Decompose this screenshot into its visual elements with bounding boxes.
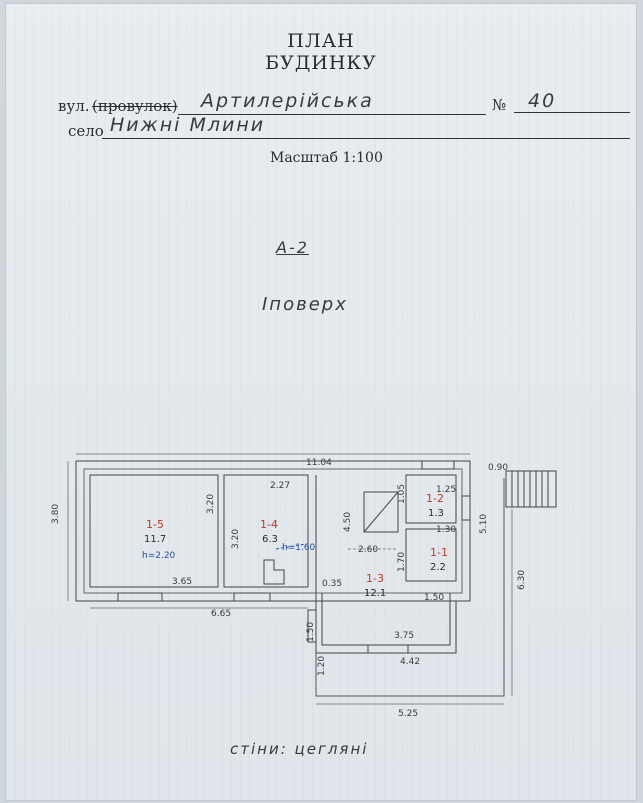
village-label: село: [68, 122, 104, 140]
window-4: [367, 644, 409, 654]
window-5: [307, 609, 317, 643]
number-underline: [514, 112, 630, 113]
document-page: ПЛАН БУДИНКУ вул. (провулок) Артилерійсь…: [6, 4, 636, 800]
walls-note: стіни: цегляні: [230, 740, 369, 758]
dim-porch: 0.90: [488, 463, 508, 473]
dim-right-height: 5.10: [479, 514, 489, 534]
room-1-1-outline: [405, 528, 457, 582]
paper-texture: [6, 4, 636, 800]
dim-left-height: 3.80: [51, 504, 61, 524]
window-6: [461, 495, 471, 521]
dim-terrace-height: 6.30: [517, 570, 527, 590]
room-1-4-id: 1-4: [260, 518, 278, 531]
floor-label: Іповерх: [262, 294, 348, 315]
number-label: №: [492, 96, 507, 114]
street-underline: [178, 114, 486, 115]
room-1-5-note: h=2.20: [142, 551, 176, 561]
dim-room15-width: 3.65: [172, 577, 192, 587]
window-2: [233, 592, 271, 602]
room-1-5-area: 11.7: [144, 534, 166, 545]
street-label-prefix: вул.: [58, 97, 90, 115]
street-label-struck: (провулок): [92, 97, 178, 115]
dim-room15-height: 3.20: [206, 494, 216, 514]
village-underline: [102, 138, 630, 139]
porch-stairs: [505, 470, 557, 508]
room-1-4-outline: [223, 474, 309, 588]
street-value: Артилерійська: [201, 90, 374, 112]
dim-step: 0.35: [322, 579, 342, 589]
dim-room13-width: 2.60: [358, 545, 378, 555]
dim-line-blue: [275, 543, 307, 550]
dim-room11-height: 1.70: [397, 552, 407, 572]
dim-room12-height: 1.05: [397, 484, 407, 504]
inner-wall-line: [83, 468, 463, 594]
dim-room14-height: 3.20: [231, 529, 241, 549]
dim-room11-width: 1.30: [436, 525, 456, 535]
window-1: [117, 592, 163, 602]
room-1-1-area: 2.2: [430, 562, 446, 573]
room-1-2-area: 1.3: [428, 508, 444, 519]
room-1-2-id: 1-2: [426, 492, 444, 505]
dim-lower-width: 3.75: [394, 631, 414, 641]
title-line-1: ПЛАН: [287, 30, 355, 52]
dim-lower-left: 1.50: [306, 622, 316, 642]
room-1-5-id: 1-5: [146, 518, 164, 531]
dim-lower-step: 1.20: [317, 656, 327, 676]
number-value: 40: [528, 90, 557, 112]
floor-plan: 11.04 3.80 3.20 3.65 3.20 2.27 6.65 4.50…: [51, 453, 557, 719]
scale-label: Масштаб 1:100: [270, 150, 383, 166]
stove-diagonal: [363, 491, 399, 533]
village-value: Нижні Млини: [110, 114, 266, 136]
room-1-1-id: 1-1: [430, 546, 448, 559]
title-line-2: БУДИНКУ: [265, 52, 377, 74]
dim-lower-total: 4.42: [400, 657, 420, 667]
room-1-3-area: 12.1: [364, 588, 386, 599]
dim-room14-width: 2.27: [270, 481, 290, 491]
dim-room13-height: 4.50: [343, 512, 353, 532]
room-1-2-outline: [405, 474, 457, 524]
dim-total-width: 11.04: [306, 458, 332, 468]
dim-left-block-width: 6.65: [211, 609, 231, 619]
building-code: А-2: [276, 238, 309, 257]
room-1-4-note: h=1.60: [282, 543, 316, 553]
outer-wall-top: [75, 460, 471, 602]
window-3: [421, 460, 455, 470]
room-1-3-id: 1-3: [366, 572, 384, 585]
room-1-5-outline: [89, 474, 219, 588]
dim-lower-right: 1.50: [424, 593, 444, 603]
room-1-4-area: 6.3: [262, 534, 278, 545]
dim-terrace-width: 5.25: [398, 709, 418, 719]
stove-outline: [363, 491, 399, 533]
interior-stair: [263, 559, 285, 585]
dim-room12-width: 1.25: [436, 485, 456, 495]
terrace-outline: [315, 478, 505, 697]
